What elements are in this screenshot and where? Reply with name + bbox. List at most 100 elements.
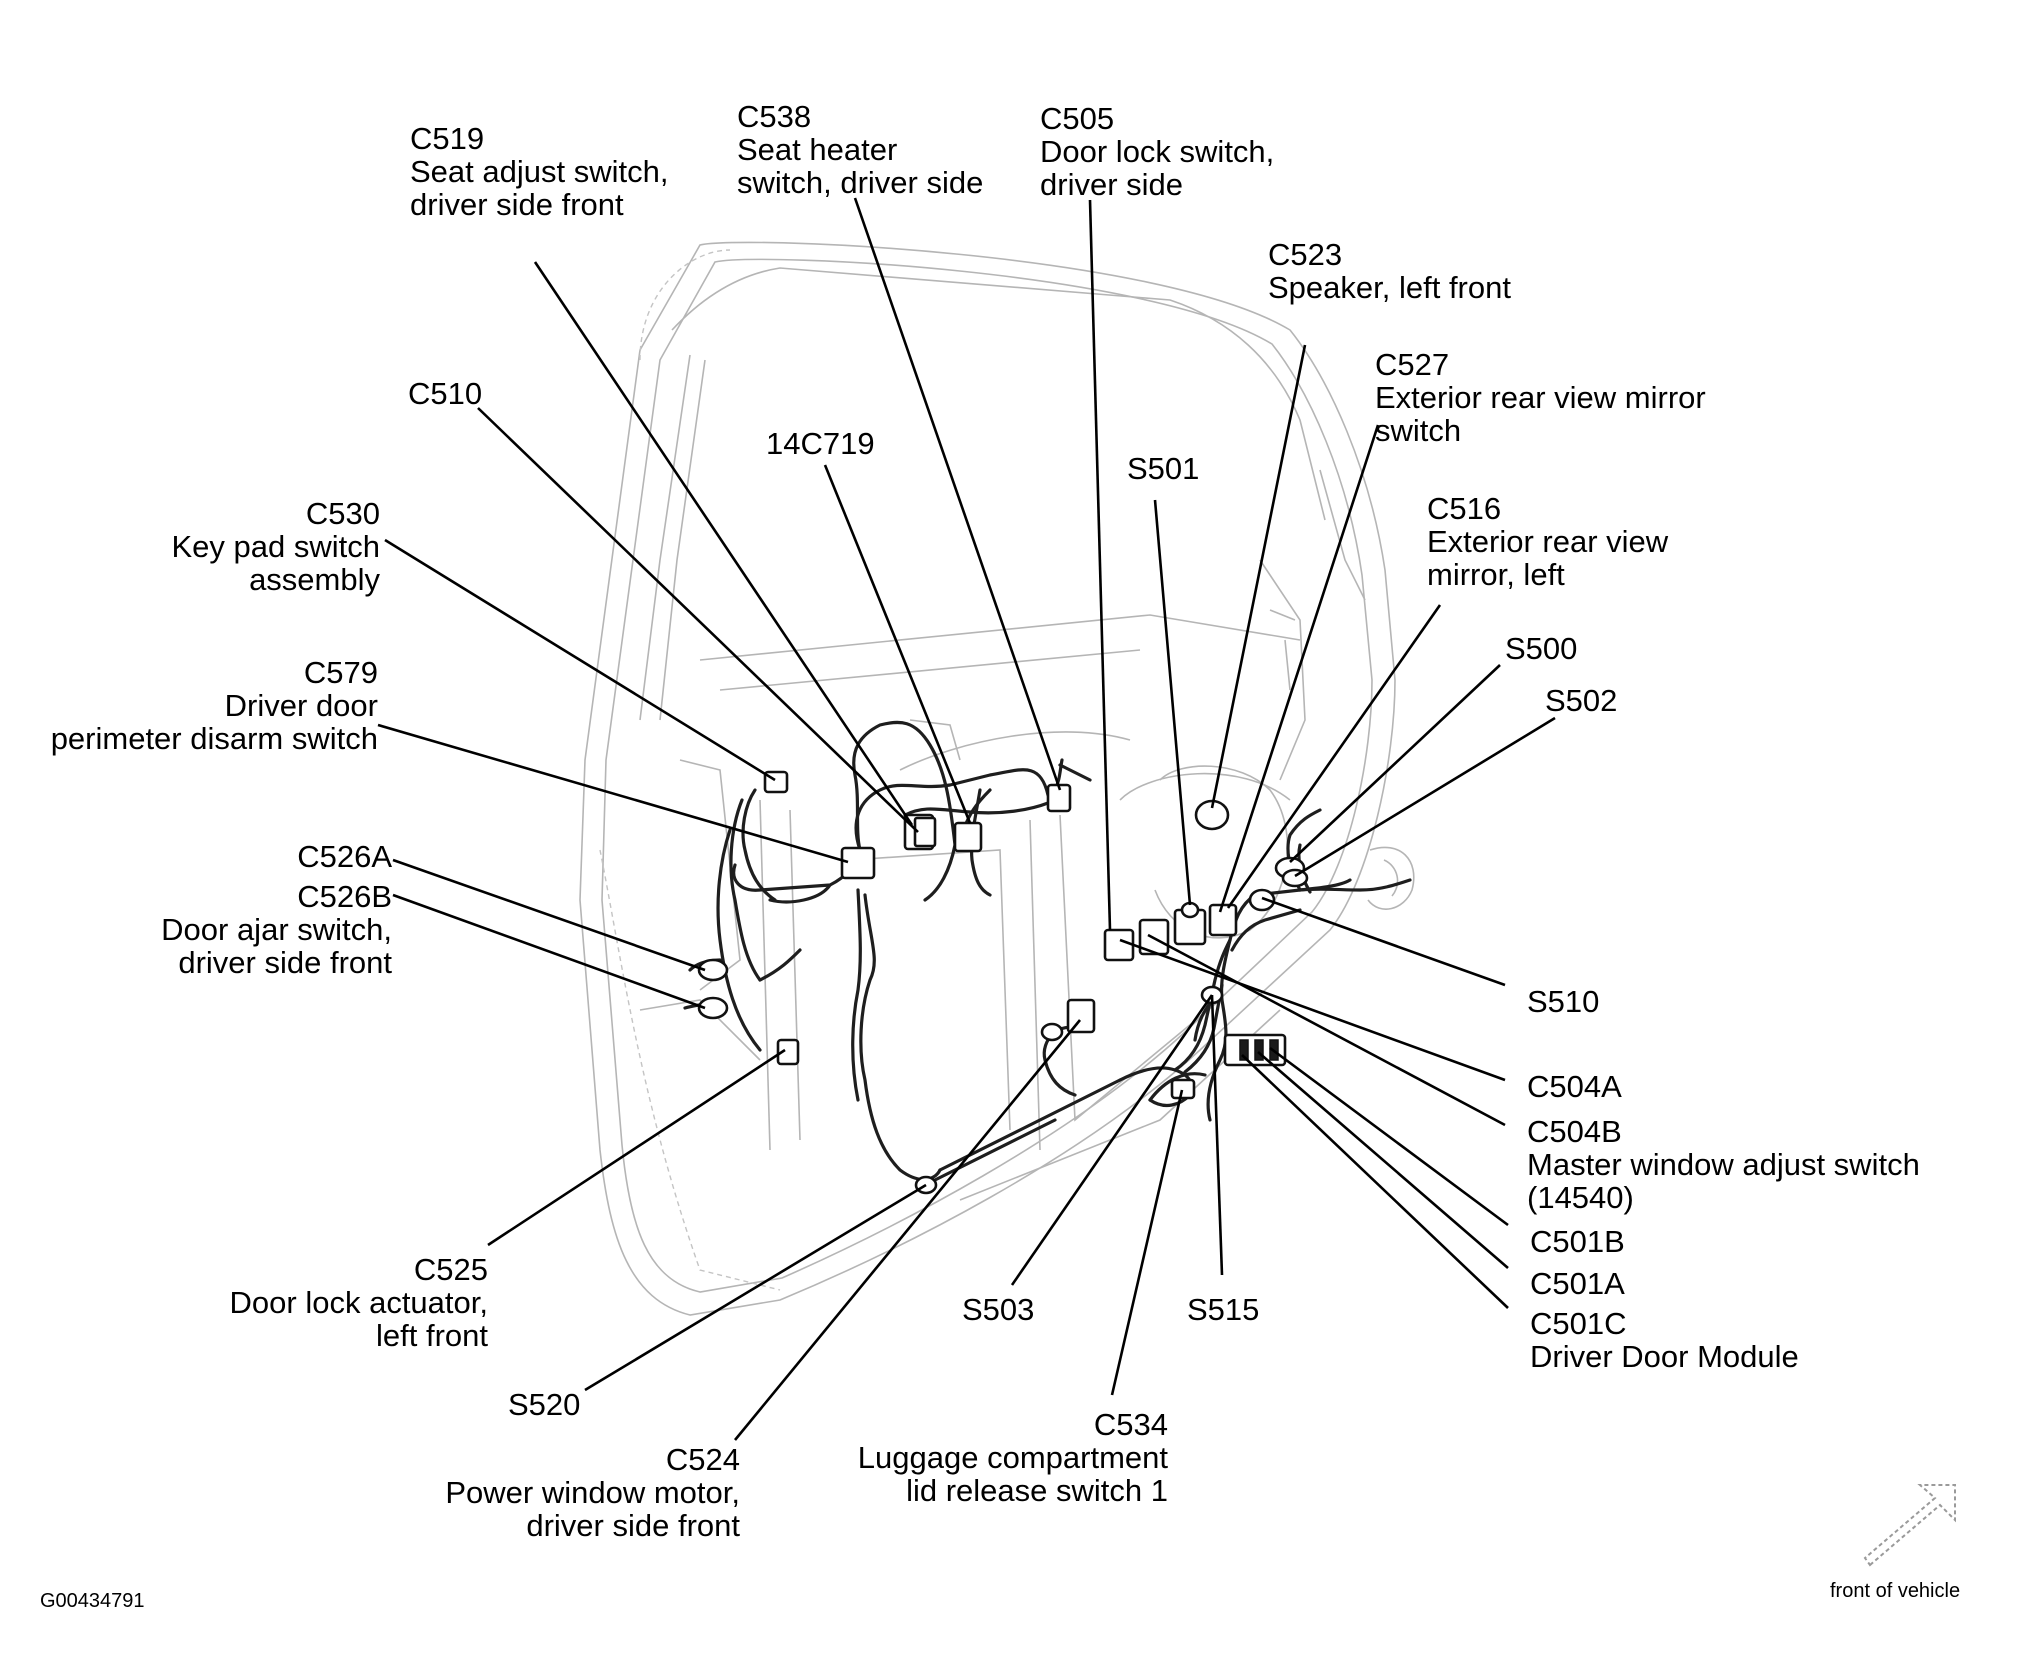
code-c527: C527 <box>1375 347 1450 382</box>
leader-c523 <box>1210 344 1307 809</box>
code-c526b: C526B <box>297 879 392 914</box>
leader-c519 <box>533 261 914 826</box>
label-14c719: 14C719 <box>766 427 875 460</box>
front-of-vehicle-label: front of vehicle <box>1830 1580 1961 1602</box>
connector-c534 <box>1170 1078 1196 1100</box>
desc-c538-1: Seat heater <box>737 132 898 167</box>
label-c523: C523 Speaker, left front <box>1268 238 1511 304</box>
label-c526a: C526A <box>200 840 392 873</box>
front-arrow-icon <box>1863 1484 1956 1567</box>
code-c525: C525 <box>413 1252 488 1287</box>
code-c519: C519 <box>410 121 485 156</box>
figure-id: G00434791 <box>40 1590 145 1612</box>
code-14c719: 14C719 <box>766 426 875 461</box>
desc-c516-2: mirror, left <box>1427 557 1565 592</box>
leader-s503 <box>1010 994 1214 1286</box>
label-s501: S501 <box>1127 452 1199 485</box>
connector-c526b <box>697 996 729 1020</box>
connector-c526a <box>697 958 729 982</box>
desc-c505-1: Door lock switch, <box>1040 134 1275 169</box>
label-c516: C516 Exterior rear view mirror, left <box>1427 492 1668 591</box>
leader-14c719 <box>823 464 972 824</box>
desc-c519-2: driver side front <box>410 187 624 222</box>
desc-c525-1: Door lock actuator, <box>229 1285 488 1320</box>
desc-c501c-1: Driver Door Module <box>1530 1339 1799 1374</box>
label-c504a: C504A <box>1527 1070 1622 1103</box>
leader-lines <box>377 197 1556 1441</box>
desc-c526b-1: Door ajar switch, <box>161 912 392 947</box>
code-c538: C538 <box>737 99 812 134</box>
label-s503: S503 <box>962 1293 1034 1326</box>
label-c534: C534 Luggage compartment lid release swi… <box>830 1408 1168 1507</box>
splice-s510 <box>1248 888 1276 912</box>
connector-c516 <box>1208 903 1238 937</box>
desc-c525-2: left front <box>376 1318 488 1353</box>
leader-c516 <box>1226 604 1442 909</box>
code-s500: S500 <box>1505 631 1578 666</box>
code-c534: C534 <box>1093 1407 1168 1442</box>
desc-c579-1: Driver door <box>224 688 378 723</box>
code-c510: C510 <box>408 376 483 411</box>
leader-s515 <box>1210 994 1224 1276</box>
label-c525: C525 Door lock actuator, left front <box>190 1253 488 1352</box>
label-s502: S502 <box>1545 684 1617 717</box>
leader-c526a <box>392 858 706 972</box>
leader-s510 <box>1261 896 1506 987</box>
desc-c504b-2: (14540) <box>1527 1180 1634 1215</box>
label-c501b: C501B <box>1530 1225 1625 1258</box>
label-s510: S510 <box>1527 985 1599 1018</box>
desc-c524-1: Power window motor, <box>445 1475 740 1510</box>
label-s515: S515 <box>1187 1293 1259 1326</box>
connector-c523 <box>1194 799 1230 831</box>
connector-c525 <box>776 1038 800 1066</box>
connector-c510 <box>913 816 937 848</box>
leader-c538 <box>853 197 1062 791</box>
leader-c524 <box>733 1019 1082 1441</box>
desc-c505-2: driver side <box>1040 167 1183 202</box>
code-s501: S501 <box>1127 451 1200 486</box>
leader-s501 <box>1153 499 1192 906</box>
desc-c534-1: Luggage compartment <box>857 1440 1168 1475</box>
connector-c524 <box>1066 998 1096 1034</box>
code-s503: S503 <box>962 1292 1035 1327</box>
code-s520: S520 <box>508 1387 581 1422</box>
label-c538: C538 Seat heater switch, driver side <box>737 100 983 199</box>
code-c579: C579 <box>303 655 378 690</box>
code-c530: C530 <box>305 496 380 531</box>
connector-c501b-pins <box>1239 1039 1249 1061</box>
code-s502: S502 <box>1545 683 1618 718</box>
label-c519: C519 Seat adjust switch, driver side fro… <box>410 122 668 221</box>
desc-c519-1: Seat adjust switch, <box>410 154 669 189</box>
connector-c579 <box>840 846 876 880</box>
leader-c501b <box>1269 1046 1509 1227</box>
label-s500: S500 <box>1505 632 1577 665</box>
label-c526b: C526B Door ajar switch, driver side fron… <box>100 880 392 979</box>
label-c504b: C504B Master window adjust switch (14540… <box>1527 1115 1920 1214</box>
label-c524: C524 Power window motor, driver side fro… <box>410 1443 740 1542</box>
leader-c504b <box>1147 933 1506 1127</box>
label-c579: C579 Driver door perimeter disarm switch <box>20 656 378 755</box>
leader-c510 <box>477 407 919 833</box>
desc-c527-1: Exterior rear view mirror <box>1375 380 1706 415</box>
desc-c516-1: Exterior rear view <box>1427 524 1669 559</box>
label-c501a: C501A <box>1530 1267 1625 1300</box>
label-c505: C505 Door lock switch, driver side <box>1040 102 1274 201</box>
desc-c534-2: lid release switch 1 <box>906 1473 1168 1508</box>
leader-c504a <box>1119 938 1506 1082</box>
label-s520: S520 <box>508 1388 580 1421</box>
splice-s502 <box>1281 868 1309 888</box>
leader-c534 <box>1110 1089 1184 1396</box>
code-s515: S515 <box>1187 1292 1260 1327</box>
door-outline <box>579 241 1415 1316</box>
label-c527: C527 Exterior rear view mirror switch <box>1375 348 1706 447</box>
leader-s502 <box>1294 716 1556 878</box>
leader-c579 <box>377 723 849 864</box>
splice-s503 <box>1040 1022 1064 1042</box>
code-c516: C516 <box>1427 491 1502 526</box>
desc-c524-2: driver side front <box>526 1508 740 1543</box>
leader-c501a <box>1257 1051 1509 1269</box>
code-c501a: C501A <box>1530 1266 1625 1301</box>
code-c501b: C501B <box>1530 1224 1625 1259</box>
